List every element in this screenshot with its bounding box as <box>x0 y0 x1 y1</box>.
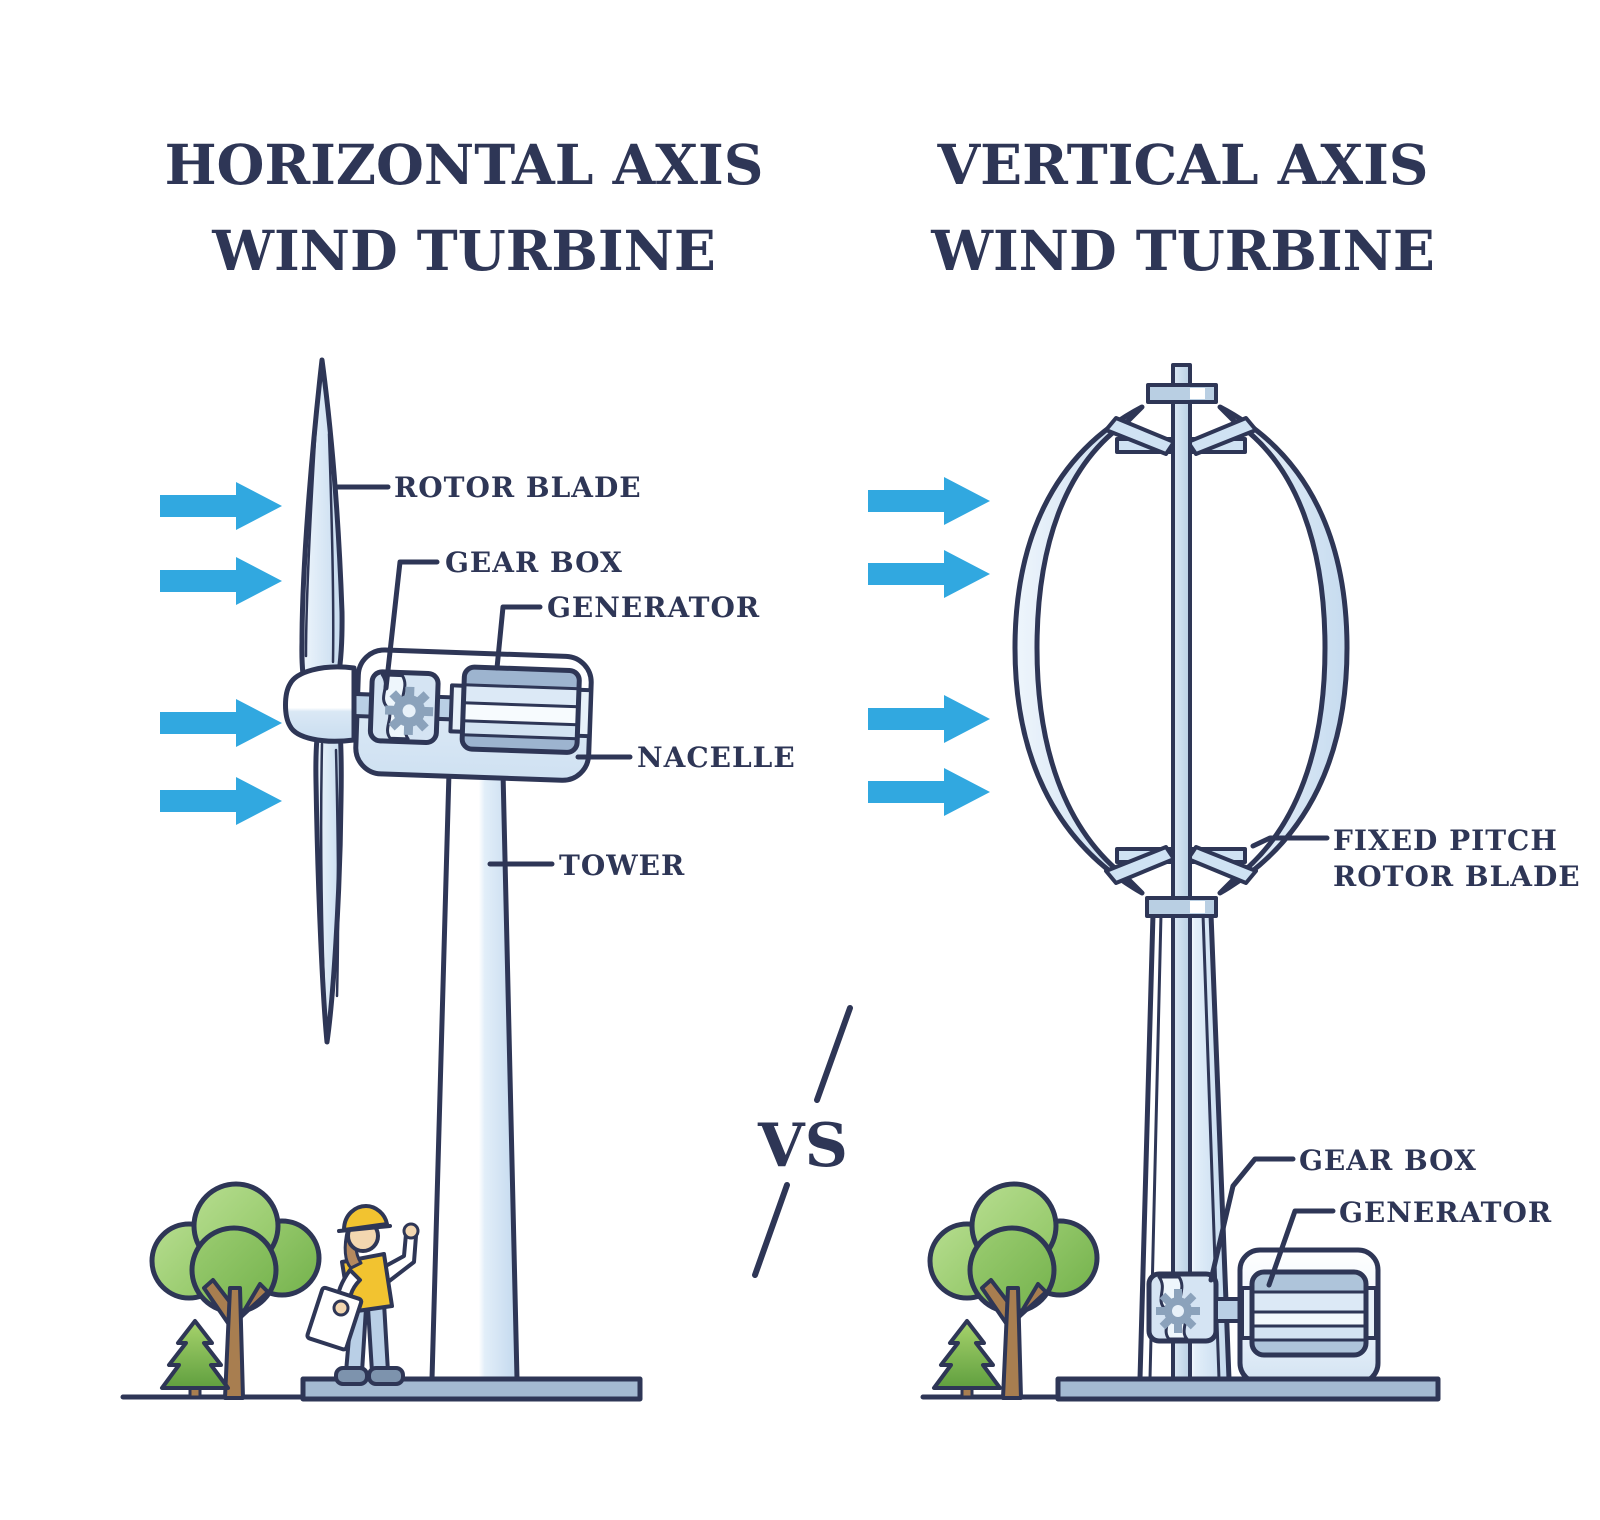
engineer-shoe <box>334 1366 369 1386</box>
hawt-gear-box <box>367 669 441 745</box>
hawt-hub <box>283 664 357 744</box>
label-nacelle: NACELLE <box>637 741 796 774</box>
vawt-rotor-blade-left <box>1012 404 1145 896</box>
wind-arrow-icon <box>868 695 990 743</box>
wind-arrows-vawt <box>868 477 990 816</box>
hawt-nacelle-group <box>343 647 594 783</box>
vawt-callouts: FIXED PITCH ROTOR BLADE GEAR BOX GENERAT… <box>1208 824 1581 1288</box>
wind-arrow-icon <box>868 768 990 816</box>
wind-arrow-icon <box>160 699 282 747</box>
label-tower: TOWER <box>559 849 685 882</box>
vawt-illustration <box>1012 363 1381 1386</box>
engineer-hard-hat <box>342 1204 389 1232</box>
title-vawt-line2: WIND TURBINE <box>930 218 1435 283</box>
title-hawt-line1: HORIZONTAL AXIS <box>165 132 764 197</box>
leader-fixed-pitch-blade <box>1250 835 1330 849</box>
hawt-rotor-blade-lower <box>313 695 344 1045</box>
leader-generator-right <box>1266 1208 1336 1288</box>
wind-arrow-icon <box>160 482 282 530</box>
scenery <box>120 1184 1441 1402</box>
label-generator-right: GENERATOR <box>1339 1196 1552 1229</box>
label-gear-box: GEAR BOX <box>445 546 623 579</box>
tree-pine <box>160 1319 230 1399</box>
vs-label: VS <box>757 1111 848 1181</box>
title-vawt-line1: VERTICAL AXIS <box>936 132 1428 197</box>
wind-arrows-hawt <box>160 482 282 825</box>
label-fixed-pitch-line2: ROTOR BLADE <box>1333 860 1581 893</box>
engineer-leg <box>366 1301 390 1374</box>
tree-pine <box>932 1319 1002 1399</box>
leader-gear-box-right <box>1208 1156 1296 1283</box>
leader-gear-box <box>383 559 440 691</box>
vawt-rotor-blade-right <box>1217 404 1350 896</box>
label-rotor-blade: ROTOR BLADE <box>394 471 642 504</box>
vs-divider: VS <box>752 1005 853 1278</box>
label-fixed-pitch-line1: FIXED PITCH <box>1333 824 1558 857</box>
vawt-top-cap <box>1146 383 1218 404</box>
vawt-generator <box>1237 1247 1381 1386</box>
hawt-illustration <box>283 357 594 1382</box>
title-hawt-line2: WIND TURBINE <box>211 218 716 283</box>
label-gear-box-right: GEAR BOX <box>1299 1144 1477 1177</box>
vawt-gear-box <box>1146 1271 1219 1344</box>
hawt-generator <box>459 664 582 755</box>
titles: HORIZONTAL AXIS WIND TURBINE VERTICAL AX… <box>165 132 1435 283</box>
gear-icon <box>1156 1289 1200 1333</box>
vawt-platform <box>1055 1376 1441 1402</box>
engineer-shoe <box>367 1366 405 1386</box>
vawt-mast <box>1171 363 1192 1381</box>
hawt-rotor-blade-upper <box>299 357 345 716</box>
engineer-hand <box>402 1222 420 1240</box>
hawt-callouts: ROTOR BLADE GEAR BOX GENERATOR NACELLE T… <box>333 471 796 882</box>
vawt-collar <box>1145 896 1218 918</box>
wind-arrow-icon <box>160 777 282 825</box>
leader-generator <box>494 604 543 671</box>
vs-slash-bottom <box>752 1182 790 1278</box>
gear-icon <box>384 686 434 736</box>
engineer-figure <box>305 1204 420 1386</box>
label-generator: GENERATOR <box>547 591 760 624</box>
engineer-hat-brim <box>337 1224 392 1233</box>
vs-slash-top <box>814 1005 853 1103</box>
wind-arrow-icon <box>160 557 282 605</box>
wind-arrow-icon <box>868 477 990 525</box>
wind-arrow-icon <box>868 550 990 598</box>
engineer-hand <box>332 1299 350 1317</box>
